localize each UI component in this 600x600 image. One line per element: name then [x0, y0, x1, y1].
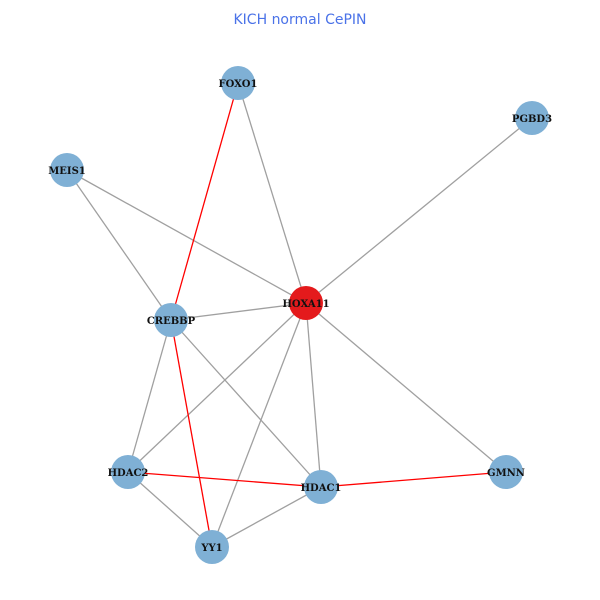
node-yy1[interactable]: YY1	[195, 530, 229, 564]
edge-pgbd3-hoxa11	[305, 117, 533, 304]
diagram-title: KICH normal CePIN	[233, 12, 367, 28]
edge-hdac2-hdac1	[127, 471, 322, 488]
node-label: HOXA11	[282, 299, 329, 310]
edge-foxo1-crebbp	[170, 82, 239, 321]
node-label: GMNN	[487, 468, 525, 479]
node-circle	[50, 153, 84, 187]
node-circle	[304, 470, 338, 504]
edge-crebbp-hoxa11	[170, 302, 307, 321]
node-circle	[154, 303, 188, 337]
edge-yy1-hdac1	[211, 486, 322, 548]
node-circle	[195, 530, 229, 564]
node-hdac1[interactable]: HDAC1	[301, 470, 342, 504]
node-circle	[289, 286, 323, 320]
edge-hoxa11-gmnn	[305, 302, 507, 473]
edge-meis1-crebbp	[66, 169, 172, 321]
node-meis1[interactable]: MEIS1	[48, 153, 86, 187]
node-circle	[515, 101, 549, 135]
node-crebbp[interactable]: CREBBP	[147, 303, 196, 337]
edge-hoxa11-hdac1	[305, 302, 322, 488]
node-gmnn[interactable]: GMNN	[487, 455, 525, 489]
node-hdac2[interactable]: HDAC2	[108, 455, 149, 489]
edge-hdac1-gmnn	[320, 471, 507, 488]
edge-foxo1-hoxa11	[237, 82, 307, 304]
node-label: PGBD3	[512, 114, 552, 125]
node-label: HDAC2	[108, 468, 149, 479]
node-circle	[221, 66, 255, 100]
node-label: HDAC1	[301, 483, 342, 494]
edge-crebbp-yy1	[170, 319, 213, 548]
edge-crebbp-hdac1	[170, 319, 322, 488]
node-label: YY1	[200, 543, 222, 554]
edge-hdac2-yy1	[127, 471, 213, 548]
node-label: FOXO1	[219, 79, 258, 90]
node-foxo1[interactable]: FOXO1	[219, 66, 258, 100]
node-label: CREBBP	[147, 316, 196, 327]
node-label: MEIS1	[48, 166, 86, 177]
edge-hoxa11-yy1	[211, 302, 307, 548]
edge-hoxa11-hdac2	[127, 302, 307, 473]
node-hoxa11[interactable]: HOXA11	[282, 286, 330, 320]
node-circle	[489, 455, 523, 489]
edge-crebbp-hdac2	[127, 319, 172, 473]
node-pgbd3[interactable]: PGBD3	[512, 101, 552, 135]
edge-meis1-hoxa11	[66, 169, 307, 304]
node-circle	[111, 455, 145, 489]
